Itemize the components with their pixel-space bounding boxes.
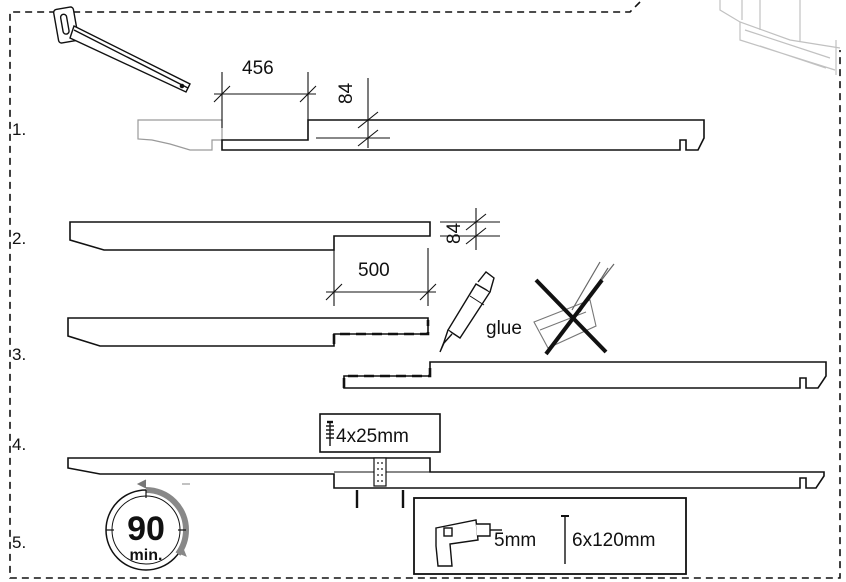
board-step3-upper xyxy=(67,317,429,347)
metal-plate xyxy=(373,457,387,487)
bracket-icon xyxy=(52,6,191,93)
shelf-thumbnail-icon xyxy=(719,0,841,75)
glue-tube-icon xyxy=(439,271,495,353)
screw-icon xyxy=(326,420,334,446)
timer-value: 90 xyxy=(127,510,165,548)
glue-line-lower xyxy=(342,362,432,388)
board-step3-lower xyxy=(343,361,827,389)
dimension-500-lines xyxy=(325,248,437,306)
drill-icon xyxy=(435,519,502,567)
step-label-1: 1. xyxy=(12,120,26,139)
step-label-4: 4. xyxy=(12,435,26,454)
board-step1 xyxy=(221,119,705,151)
screw-spec-box: 4x25mm xyxy=(319,413,441,453)
board-step2 xyxy=(69,221,431,251)
screw-size: 6x120mm xyxy=(572,530,655,551)
dimension-84-step1-lines xyxy=(316,78,390,148)
bolts xyxy=(355,490,405,508)
screw-spec: 4x25mm xyxy=(336,426,409,447)
dimension-84-step1: 84 xyxy=(336,82,357,104)
step-label-5: 5. xyxy=(12,533,26,552)
timer-unit: min. xyxy=(130,547,163,564)
dimension-84-step2: 84 xyxy=(444,222,465,244)
dimension-456-lines xyxy=(213,72,317,128)
dimension-84-step2-lines xyxy=(440,208,500,250)
nail-icon xyxy=(561,515,569,564)
step-label-2: 2. xyxy=(12,229,26,248)
dimension-456: 456 xyxy=(242,58,274,79)
dashed-frame xyxy=(9,1,841,579)
timer-icon xyxy=(105,479,190,571)
step-label-3: 3. xyxy=(12,345,26,364)
glue-label: glue xyxy=(486,318,522,339)
dimension-500: 500 xyxy=(358,260,390,281)
glue-line-upper xyxy=(332,320,430,344)
no-glue-icon xyxy=(533,261,615,356)
cut-off-part xyxy=(137,119,223,151)
drill-bit-size: 5mm xyxy=(494,530,536,551)
board-step4 xyxy=(67,457,825,489)
